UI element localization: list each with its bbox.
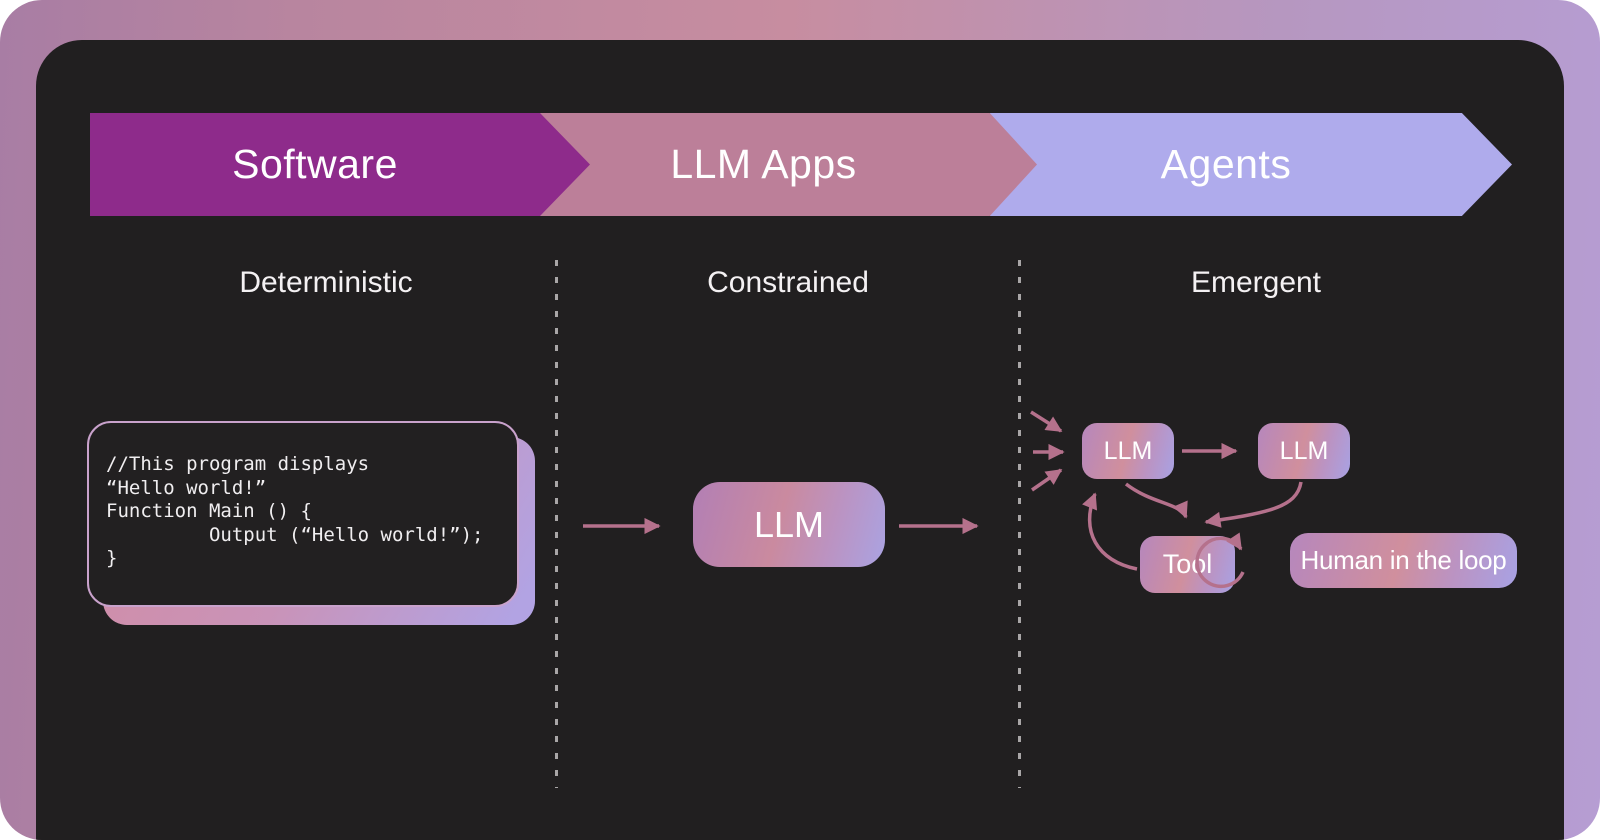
code-line: Function Main () { [106, 500, 312, 522]
stage-label-software: Software [232, 141, 398, 187]
code-card: //This program displays “Hello world!” F… [87, 421, 519, 607]
llm-node-agent-left: LLM [1082, 423, 1174, 479]
code-line: //This program displays [106, 453, 370, 475]
code-line: Output (“Hello world!”); [106, 523, 484, 546]
tool-node-label: Tool [1162, 549, 1213, 579]
stage-chevron-agents: Agents [990, 113, 1512, 216]
tool-node: Tool [1140, 536, 1235, 593]
llm-node-agent-right: LLM [1258, 423, 1350, 479]
column-header-emergent: Emergent [1190, 266, 1322, 299]
code-line: “Hello world!” [106, 476, 267, 499]
stage-label-llm-apps: LLM Apps [670, 141, 857, 187]
llm-node-label: LLM [753, 503, 825, 545]
stage-label-agents: Agents [1160, 141, 1292, 187]
human-in-the-loop-node: Human in the loop [1290, 533, 1517, 588]
llm-node-constrained: LLM [693, 482, 885, 567]
column-header-deterministic: Deterministic [239, 266, 413, 299]
code-line: } [106, 547, 118, 569]
column-divider-right [1018, 260, 1021, 788]
stage-chevron-software: Software [90, 113, 590, 216]
column-header-constrained: Constrained [707, 266, 869, 299]
column-divider-left [555, 260, 558, 788]
stage-chevron-llm-apps: LLM Apps [540, 113, 1037, 216]
llm-node-label: LLM [1279, 436, 1329, 465]
human-node-label: Human in the loop [1300, 545, 1507, 575]
llm-node-label: LLM [1103, 436, 1153, 465]
